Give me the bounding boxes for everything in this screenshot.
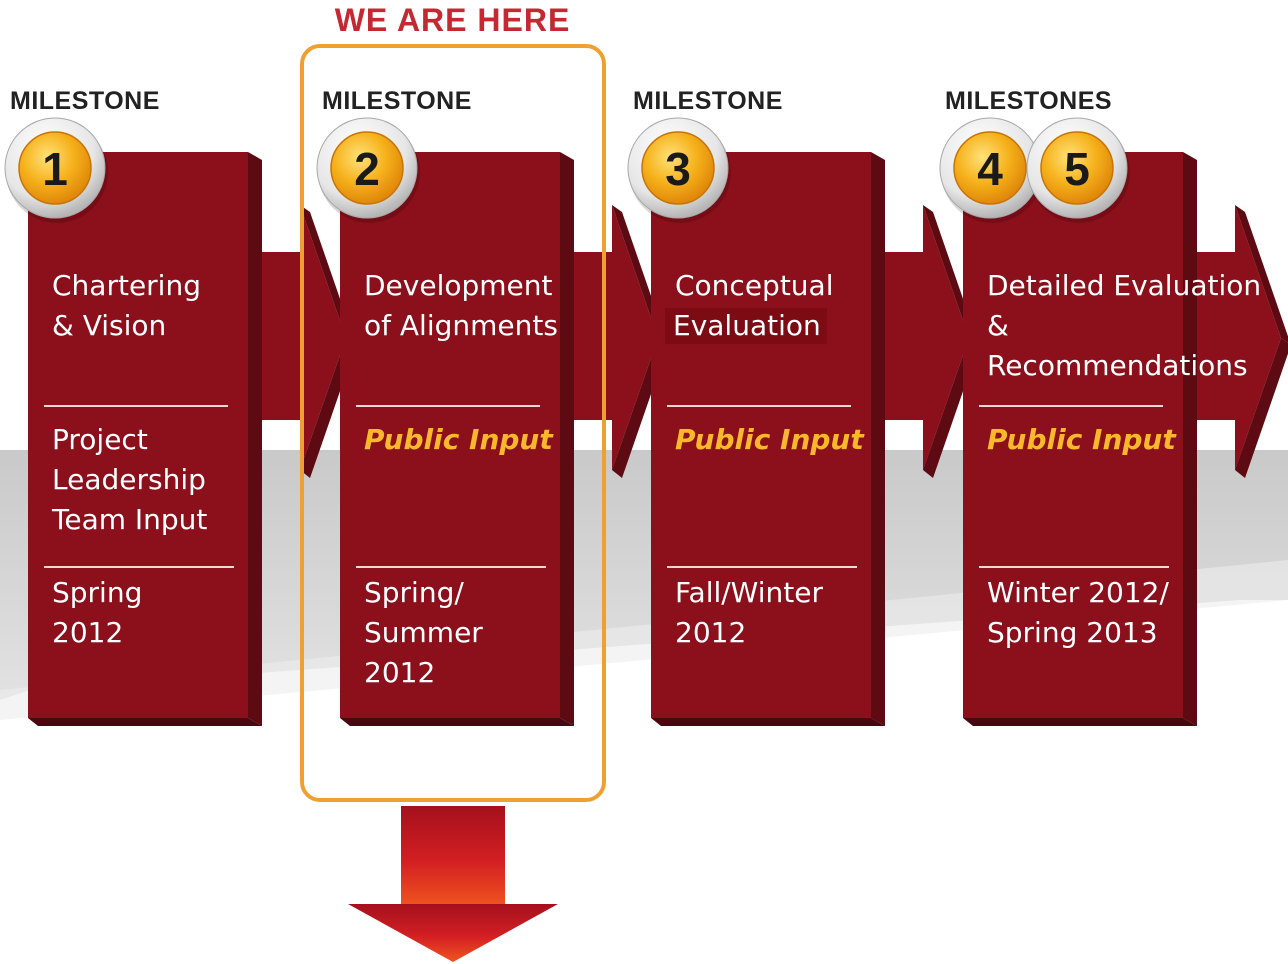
stage-title-line: Detailed Evaluation	[987, 269, 1262, 302]
stage-title-line: Conceptual	[675, 269, 834, 302]
milestone-number: 5	[1064, 143, 1090, 195]
stage-panel-side	[1183, 152, 1197, 726]
down-arrow-shaft	[401, 806, 505, 906]
milestone-number-badge: 3	[627, 117, 731, 223]
stage-arrow	[861, 205, 969, 470]
stage-dates: Spring/Summer 2012	[364, 573, 483, 693]
stage-title: Development of Alignments	[364, 266, 558, 346]
stage-title-line: Chartering	[52, 269, 201, 302]
stage-arrow	[1173, 205, 1281, 470]
stage-input: Public Input	[364, 420, 553, 460]
stage-panel-side	[248, 152, 262, 726]
stage-input-line: Team Input	[52, 503, 208, 536]
down-arrow-head	[348, 904, 558, 962]
stage-title-line: & Vision	[52, 309, 167, 342]
milestone-heading: MILESTONE	[322, 87, 472, 115]
stage-dates-line: 2012	[52, 616, 124, 649]
stage-arrow-side	[1235, 205, 1288, 343]
milestone-heading: MILESTONES	[945, 87, 1113, 115]
stage-title-line: Recommendations	[987, 349, 1248, 382]
stage-title-line: &	[987, 309, 1009, 342]
stage-panel-front	[963, 152, 1183, 718]
stage-panel-bottom	[963, 718, 1197, 726]
stage-dates-line: 2012	[675, 616, 747, 649]
stage-dates-line: Spring/	[364, 576, 464, 609]
milestone-number: 3	[665, 143, 691, 195]
stage-dates-line: Spring 2013	[987, 616, 1158, 649]
stage-title: Detailed Evaluation & Recommendations	[987, 266, 1261, 386]
stage-panel-front	[340, 152, 560, 718]
stage-dates: Winter 2012/Spring 2013	[987, 573, 1169, 653]
stage-input-line: Leadership	[52, 463, 206, 496]
stage-panel-bottom	[651, 718, 885, 726]
stage-dates-line: Winter 2012/	[987, 576, 1169, 609]
stage-input-line: Public Input	[675, 423, 864, 456]
milestone-number-badge: 2	[316, 117, 420, 223]
stage-panel-4	[963, 152, 1288, 726]
stage-panel-front	[28, 152, 248, 718]
stage-panel-1	[28, 152, 356, 726]
stage-title: Chartering & Vision	[52, 266, 201, 346]
stage-input: Public Input	[675, 420, 864, 460]
stage-dates: Spring 2012	[52, 573, 142, 653]
stage-input: Public Input	[987, 420, 1176, 460]
stage-arrow-lower-side	[1235, 338, 1288, 478]
milestone-number: 4	[977, 143, 1003, 195]
stage-input-line: Project	[52, 423, 148, 456]
stage-input-line: Public Input	[364, 423, 553, 456]
milestone-number: 2	[354, 143, 380, 195]
milestone-heading: MILESTONE	[633, 87, 783, 115]
milestone-number-badge: 4	[939, 117, 1043, 223]
stage-dates-line: Fall/Winter	[675, 576, 823, 609]
we-are-here-label: WE ARE HERE	[334, 2, 571, 38]
stage-panel-side	[871, 152, 885, 726]
stage-dates-line: 2012	[364, 656, 436, 689]
stage-panel-side	[560, 152, 574, 726]
stage-title-line: Evaluation	[665, 306, 833, 346]
milestone-heading: MILESTONE	[10, 87, 160, 115]
stage-dates-line: Spring	[52, 576, 143, 609]
stage-panel-bottom	[340, 718, 574, 726]
current-stage-frame	[300, 44, 606, 802]
stage-arrow	[238, 205, 346, 470]
stage-panel-bottom	[28, 718, 262, 726]
stage-title-line: Development	[364, 269, 553, 302]
milestone-number-badge: 5	[1026, 117, 1130, 223]
stage-dates: Fall/Winter 2012	[675, 573, 823, 653]
milestone-number-badge: 1	[4, 117, 108, 223]
stage-dates-line: Summer	[364, 616, 483, 649]
milestone-number: 1	[42, 143, 68, 195]
stage-title-line: of Alignments	[364, 309, 558, 342]
stage-panel-front	[651, 152, 871, 718]
stage-input-line: Public Input	[987, 423, 1176, 456]
